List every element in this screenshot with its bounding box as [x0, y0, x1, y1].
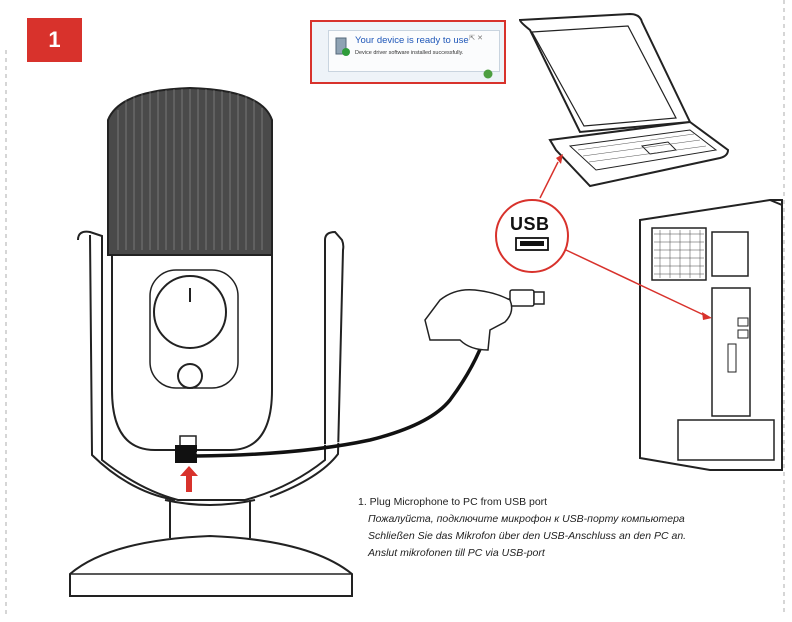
caption-russian: Пожалуйста, подключите микрофон к USB-по…	[368, 511, 686, 528]
caption-swedish: Anslut mikrofonen till PC via USB-port	[368, 545, 686, 562]
caption-english: 1. Plug Microphone to PC from USB port	[358, 494, 686, 511]
hand-drawing	[425, 290, 512, 350]
pc-tower-drawing	[640, 200, 782, 470]
usb-callout-circle	[496, 200, 568, 272]
pc-expansion-slots	[678, 420, 774, 460]
mic-mute-button	[178, 364, 202, 388]
notification-title: Your device is ready to use	[355, 35, 469, 46]
step-number-badge: 1	[27, 18, 82, 62]
pc-serial-port	[728, 344, 736, 372]
mic-volume-knob	[154, 276, 226, 348]
pc-usb-port-1	[738, 318, 748, 326]
pc-usb-port-2	[738, 330, 748, 338]
pointer-to-laptop	[540, 162, 558, 198]
tray-usb-icon	[482, 68, 494, 80]
usb-device-icon	[333, 37, 351, 57]
usb-a-plug	[510, 290, 544, 306]
laptop-drawing	[520, 14, 728, 186]
step-captions: 1. Plug Microphone to PC from USB port П…	[358, 494, 686, 562]
usb-port-tongue	[520, 241, 544, 246]
mic-stand-base	[70, 536, 352, 596]
notification-balloon: Your device is ready to use Device drive…	[328, 30, 500, 72]
caption-german: Schließen Sie das Mikrofon über den USB-…	[368, 528, 686, 545]
pin-icon: ⇱	[469, 35, 475, 42]
close-icon: ✕	[477, 35, 483, 42]
usb-label: USB	[510, 214, 550, 235]
microphone-drawing	[70, 88, 352, 596]
device-ready-notification: Your device is ready to use Device drive…	[310, 20, 506, 84]
pc-power-socket	[712, 232, 748, 276]
notification-subtitle: Device driver software installed success…	[355, 50, 463, 56]
notification-controls: ⇱ ✕	[469, 34, 483, 42]
usb-c-connector	[176, 446, 196, 462]
